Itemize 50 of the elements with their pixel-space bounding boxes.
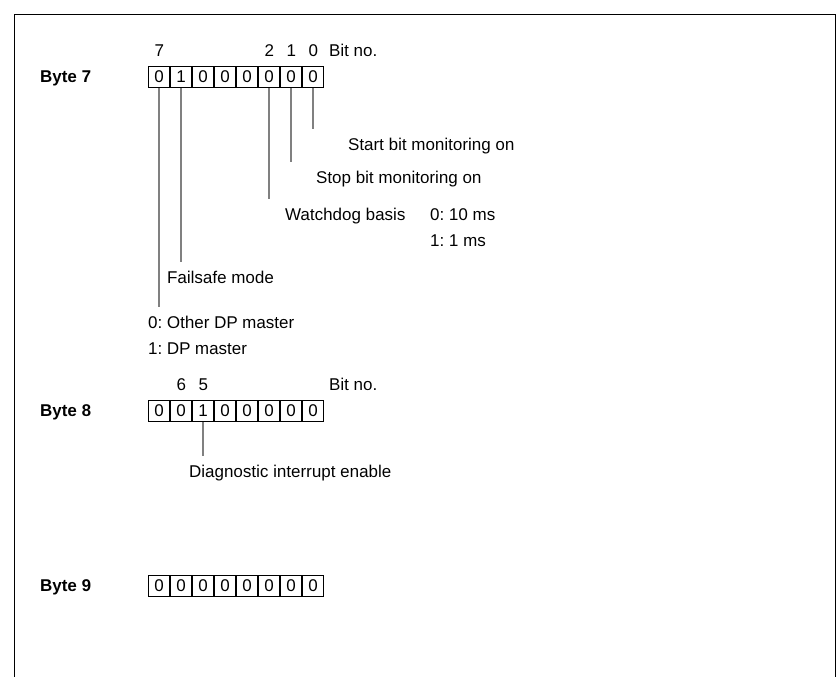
bit-description: Watchdog basis (285, 205, 406, 225)
bit-description: Start bit monitoring on (348, 135, 514, 155)
bit-number: 7 (154, 41, 164, 61)
bit-cell: 1 (170, 66, 192, 88)
bit-cell: 0 (148, 66, 170, 88)
byte-label: Byte 8 (40, 401, 92, 421)
leader-line (158, 88, 160, 308)
leader-line (290, 88, 292, 162)
bit-cell: 0 (236, 400, 258, 422)
bit-cell: 0 (302, 66, 324, 88)
value-option: 1: 1 ms (430, 231, 496, 251)
bit-number: 0 (308, 41, 318, 61)
leader-line (312, 88, 314, 130)
bit-number: 5 (198, 375, 208, 395)
value-option: 0: 10 ms (430, 205, 496, 225)
bit-description: Failsafe mode (167, 268, 274, 288)
bit-number: 2 (264, 41, 274, 61)
bit-number: 1 (286, 41, 296, 61)
bit-cell: 0 (214, 575, 236, 597)
leader-line (202, 422, 204, 456)
bit-cell: 0 (192, 66, 214, 88)
bit-cell: 0 (148, 575, 170, 597)
bit-cell: 0 (170, 575, 192, 597)
bit-description: Diagnostic interrupt enable (189, 462, 392, 482)
bit-number-heading: Bit no. (329, 41, 378, 61)
byte-label: Byte 9 (40, 576, 92, 596)
bit-cell: 0 (258, 575, 280, 597)
bit-cell: 0 (170, 400, 192, 422)
bit-cell: 0 (236, 66, 258, 88)
bit-description: 0: Other DP master (148, 313, 294, 333)
bit-cell: 0 (302, 400, 324, 422)
leader-line (268, 88, 270, 200)
bit-cell: 0 (258, 66, 280, 88)
bit-description: Stop bit monitoring on (316, 168, 482, 188)
bit-cell: 0 (280, 400, 302, 422)
bit-cell: 1 (192, 400, 214, 422)
bit-cell: 0 (214, 66, 236, 88)
bit-cell: 0 (280, 575, 302, 597)
bit-description: 1: DP master (148, 339, 248, 359)
bit-cell: 0 (258, 400, 280, 422)
bit-number-heading: Bit no. (329, 375, 378, 395)
bit-cell: 0 (214, 400, 236, 422)
byte-label: Byte 7 (40, 67, 92, 87)
leader-line (180, 88, 182, 262)
bit-cell: 0 (236, 575, 258, 597)
bit-number: 6 (176, 375, 186, 395)
bit-cell: 0 (302, 575, 324, 597)
bit-cell: 0 (280, 66, 302, 88)
bit-cell: 0 (148, 400, 170, 422)
bit-cell: 0 (192, 575, 214, 597)
